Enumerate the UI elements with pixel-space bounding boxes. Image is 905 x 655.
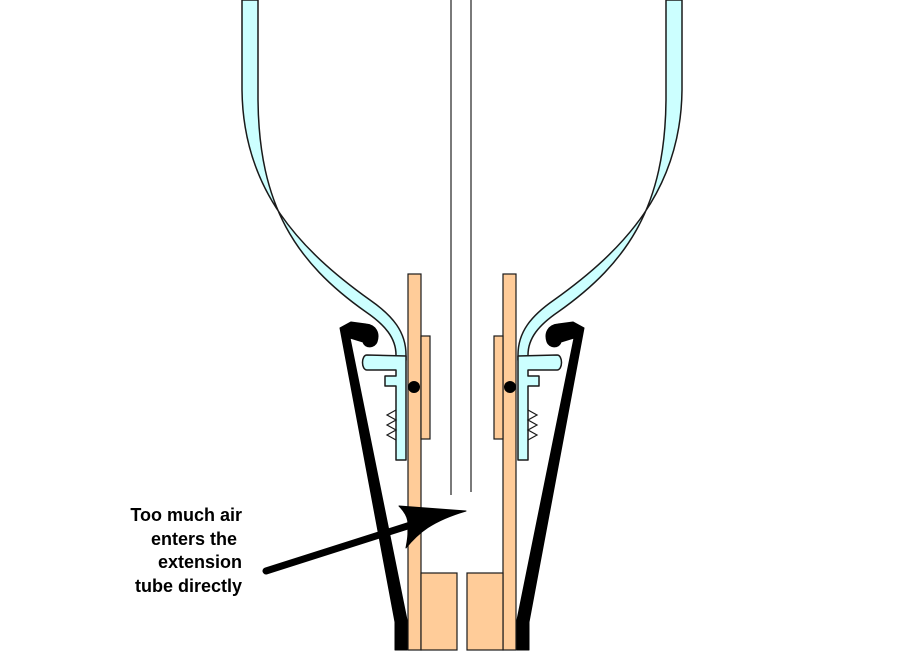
bottle-left-wall <box>241 0 407 361</box>
o-rings <box>408 381 516 393</box>
bottle-neck-right <box>517 354 563 461</box>
o-ring-left <box>408 381 420 393</box>
thread-marks <box>385 409 539 441</box>
annotation-line-1: Too much air <box>130 505 242 525</box>
annotation-line-4: tube directly <box>134 575 242 596</box>
clamp-right-jaw <box>516 321 585 651</box>
thread-right <box>526 409 539 441</box>
tube-left-flange <box>420 335 431 440</box>
tube-right-block <box>466 572 504 651</box>
arrow-shaft <box>262 518 424 575</box>
o-ring-right <box>504 381 516 393</box>
tube-right-flange <box>493 335 504 440</box>
annotation-line-2: enters the <box>150 528 242 549</box>
extension-tube <box>407 273 517 651</box>
glass-bottle <box>241 0 683 461</box>
thread-left <box>385 409 398 441</box>
bottle-neck-left <box>361 354 407 461</box>
bottle-right-wall <box>517 0 683 361</box>
tube-left-wall <box>407 273 422 651</box>
annotation-arrow <box>262 505 467 575</box>
tube-right-wall <box>502 273 517 651</box>
arrow-head <box>398 505 467 549</box>
clamp <box>339 321 585 651</box>
probe-wires <box>450 0 472 495</box>
tube-left-block <box>420 572 458 651</box>
annotation-label: Too much air enters the extension tube d… <box>60 504 242 598</box>
annotation-line-3: extension <box>157 552 242 572</box>
clamp-left-jaw <box>339 321 408 651</box>
